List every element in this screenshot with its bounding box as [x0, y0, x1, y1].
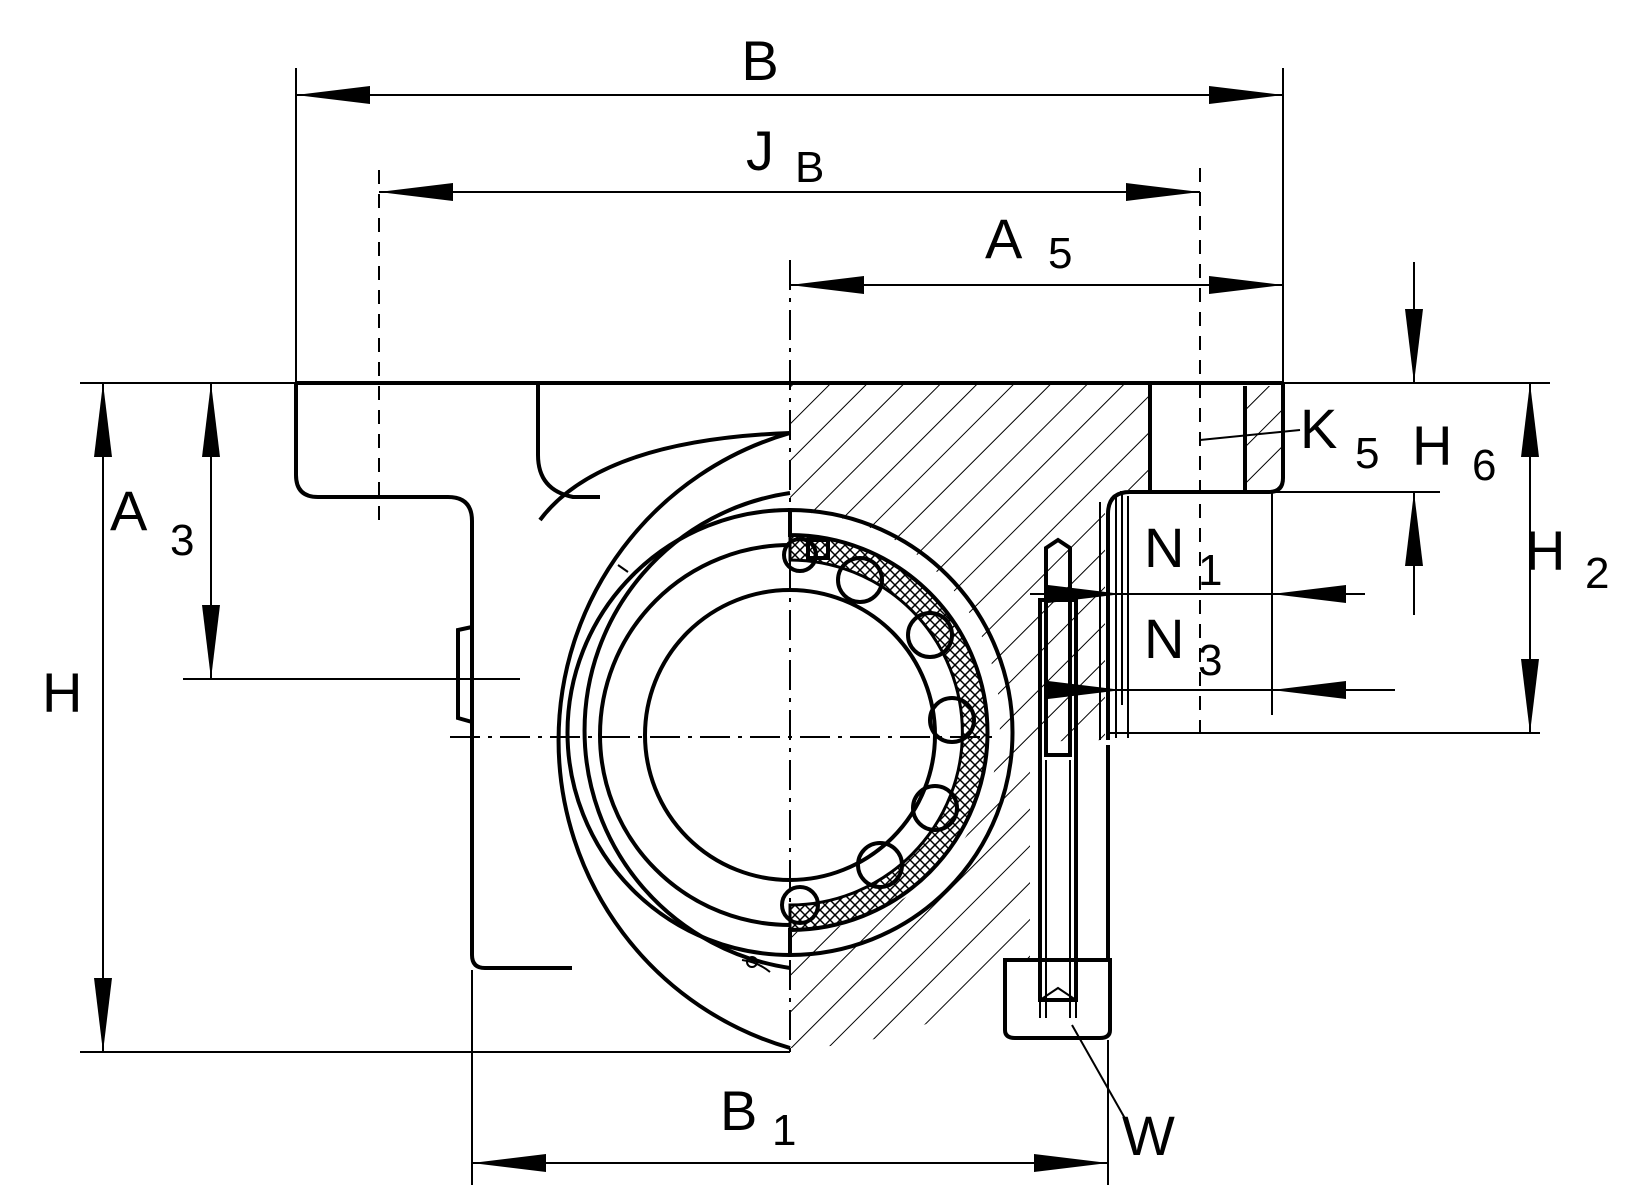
label-H2-sub: 2	[1585, 549, 1609, 598]
label-N3: N	[1144, 607, 1184, 670]
label-N1: N	[1144, 516, 1184, 579]
label-H6-sub: 6	[1472, 441, 1496, 490]
label-H6: H	[1412, 414, 1452, 477]
centre-lines	[378, 168, 1201, 1060]
label-A5-sub: 5	[1048, 229, 1072, 278]
label-A3: A	[110, 479, 148, 542]
label-K5-sub: 5	[1355, 429, 1379, 478]
housing-section-hatched	[790, 381, 1283, 1048]
dimension-lines	[80, 68, 1550, 1185]
label-A5: A	[985, 207, 1023, 270]
label-JB: J	[746, 119, 774, 182]
label-A3-sub: 3	[170, 516, 194, 565]
label-H: H	[42, 661, 82, 724]
label-B: B	[741, 29, 778, 92]
label-JB-sub: B	[795, 143, 824, 192]
label-W: W	[1122, 1104, 1175, 1167]
labels: B J B A 5 A 3 H H 2 H 6 K 5 N 1 N 3 B 1 …	[42, 29, 1609, 1167]
label-B1-sub: 1	[772, 1106, 796, 1155]
bearing-section	[780, 507, 1015, 958]
label-K5: K	[1300, 397, 1337, 460]
label-B1: B	[720, 1079, 757, 1142]
label-H2: H	[1525, 519, 1565, 582]
label-N1-sub: 1	[1198, 546, 1222, 595]
label-N3-sub: 3	[1198, 636, 1222, 685]
